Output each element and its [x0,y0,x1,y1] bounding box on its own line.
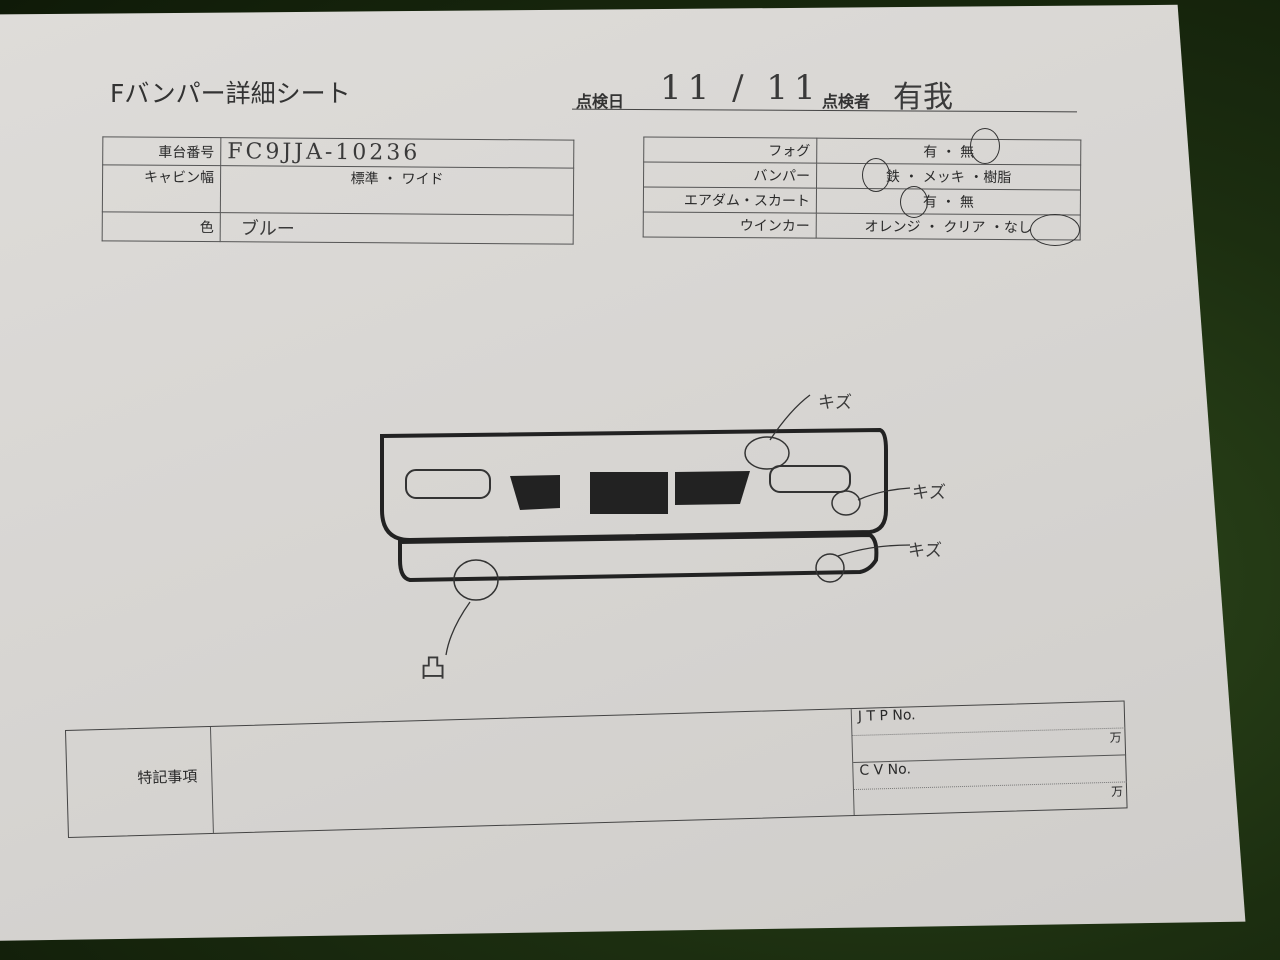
sheet-title: Fバンパー詳細シート [110,79,351,108]
color-value[interactable]: ブルー [220,212,574,245]
damage-note: キズ [818,393,852,413]
unit-label: 万 [1109,730,1122,745]
selection-circle-bumper [862,158,890,192]
grille-center [590,472,668,514]
notes-section: 特記事項 J T P No. 万 C V No. 万 [64,700,1128,838]
date-label: 点検日 [576,92,625,111]
selection-circle-fog [970,128,1000,164]
number-fields: J T P No. 万 C V No. 万 [850,701,1128,816]
date-value[interactable]: 11 / 11 [660,68,822,108]
airdam-options: 有 ・ 無 [816,188,1081,216]
option-orange[interactable]: オレンジ [864,219,921,236]
table-row: キャビン幅 標準 ・ ワイド [102,164,574,216]
left-lamp [405,469,491,499]
chassis-label: 車台番号 [102,136,221,166]
grille-left [510,475,560,510]
cabin-width-options[interactable]: 標準 ・ ワイド [220,165,574,216]
notes-label: 特記事項 [137,767,198,788]
fog-options: 有 ・ 無 [816,138,1081,166]
damage-circle [453,559,499,601]
option-clear[interactable]: クリア [943,219,986,236]
right-lamp [769,465,851,493]
option-none[interactable]: なし [1003,219,1032,237]
inspector-label: 点検者 [822,92,871,111]
bumper-lower-outline [398,532,879,583]
selection-circle-turn-signal [1030,214,1080,246]
color-label: 色 [102,211,221,242]
damage-circle [744,436,790,470]
dent-note: 凸 [420,654,447,684]
notes-field[interactable] [216,713,848,827]
turn-signal-label: ウインカー [643,211,817,239]
vehicle-info-table: 車台番号 FC9JJA-10236 キャビン幅 標準 ・ ワイド 色 ブルー [102,136,575,245]
damage-note: キズ [908,541,942,561]
airdam-label: エアダム・スカート [643,186,817,214]
grille-right [675,471,750,505]
table-row: 色 ブルー [102,211,574,245]
damage-circle [831,490,861,516]
bumper-label: バンパー [643,161,817,189]
option-chrome[interactable]: メッキ [922,169,965,186]
inspector-value[interactable]: 有我 [893,80,953,115]
damage-note: キズ [912,483,946,503]
equipment-table: フォグ 有 ・ 無 バンパー 鉄 ・ メッキ ・樹脂 エアダム・スカート 有 ・… [643,136,1082,241]
cabin-width-label: キャビン幅 [102,164,221,213]
selection-circle-airdam [900,186,928,218]
bumper-options: 鉄 ・ メッキ ・樹脂 [816,163,1081,191]
fog-label: フォグ [643,136,817,164]
unit-label: 万 [1110,784,1124,799]
option-resin[interactable]: 樹脂 [983,169,1012,187]
bumper-diagram [380,394,911,656]
table-row: エアダム・スカート 有 ・ 無 [643,186,1081,216]
table-row: 車台番号 FC9JJA-10236 [102,136,574,169]
chassis-value[interactable]: FC9JJA-10236 [220,137,574,169]
option-yes[interactable]: 有 [923,144,938,161]
bumper-upper-outline [380,427,888,543]
damage-circle [815,553,845,583]
table-row: ウインカー オレンジ ・ クリア ・なし [643,211,1081,241]
option-no[interactable]: 無 [959,194,974,211]
table-row: フォグ 有 ・ 無 [643,136,1081,166]
